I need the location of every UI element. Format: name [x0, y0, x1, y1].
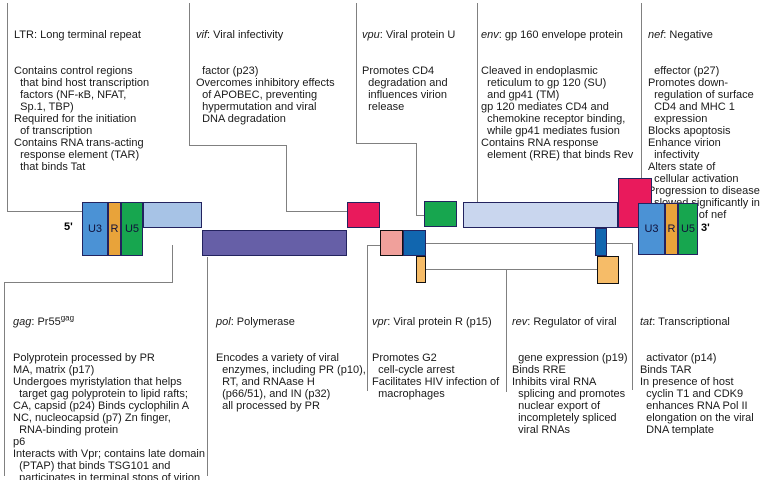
connector-vpu: [416, 215, 424, 216]
ltr5-r-label: R: [110, 223, 119, 235]
five-prime-label: 5': [64, 221, 73, 233]
connector-nef: [641, 3, 642, 178]
segment-vif: [347, 202, 380, 228]
segment-pol: [202, 230, 347, 256]
ltr3-r-label: R: [667, 223, 676, 235]
rev-annotation: rev: Regulator of viral gene expression …: [512, 292, 628, 460]
rev-annotation-body: gene expression (p19) Binds RRE Inhibits…: [512, 352, 628, 436]
segment-ltr3-u3: U3: [638, 203, 665, 255]
ltr5-u5-label: U5: [124, 223, 140, 235]
segment-rev-exon2: [597, 256, 619, 284]
vpr-annotation-body: Promotes G2 cell-cycle arrest Facilitate…: [372, 352, 500, 400]
ltr-annotation-title: LTR: Long terminal repeat: [14, 29, 141, 41]
vpu-annotation-title: vpu: Viral protein U: [362, 29, 456, 41]
ltr3-u5-label: U5: [680, 223, 696, 235]
env-annotation: env: gp 160 envelope protein Cleaved in …: [481, 5, 633, 185]
vif-annotation: vif: Viral infectivity factor (p23) Over…: [196, 5, 335, 149]
segment-ltr3-r: R: [665, 203, 678, 255]
segment-tat-exon2: [595, 228, 607, 256]
segment-ltr3-u5: U5: [678, 203, 698, 255]
segment-rev-exon1: [416, 256, 426, 283]
connector-vif: [286, 211, 347, 212]
three-prime-label: 3': [701, 222, 710, 234]
gag-annotation: gag: Pr55gag Polyprotein processed by PR…: [13, 292, 205, 480]
connector-gag: [4, 282, 5, 476]
connector-ltr: [7, 211, 82, 212]
ltr-annotation-body: Contains control regions that bind host …: [14, 65, 150, 173]
gag-annotation-title: gag: Pr55gag: [13, 313, 75, 328]
env-annotation-body: Cleaved in endoplasmic reticulum to gp 1…: [481, 65, 634, 161]
env-annotation-title: env: gp 160 envelope protein: [481, 29, 623, 41]
vif-annotation-title: vif: Viral infectivity: [196, 29, 284, 41]
tat-annotation-title: tat: Transcriptional: [640, 316, 730, 328]
pol-annotation: pol: Polymerase Encodes a variety of vir…: [216, 292, 366, 436]
ltr5-u3-label: U3: [87, 223, 103, 235]
connector-vif: [286, 145, 287, 212]
connector-vpu: [356, 3, 357, 143]
rev-annotation-title: rev: Regulator of viral: [512, 316, 617, 328]
connector-vif: [189, 3, 190, 145]
vpr-annotation: vpr: Viral protein R (p15) Promotes G2 c…: [372, 292, 499, 424]
segment-ltr5-u3: U3: [82, 202, 108, 256]
connector-tat-exons: [426, 243, 595, 244]
segment-gag: [143, 202, 202, 228]
ltr-annotation: LTR: Long terminal repeat Contains contr…: [14, 5, 149, 197]
segment-env: [463, 202, 618, 228]
connector-tat: [607, 243, 633, 244]
segment-tat-exon1: [403, 230, 426, 256]
connector-tat: [632, 243, 633, 390]
connector-pol: [207, 257, 208, 476]
tat-annotation-body: activator (p14) Binds TAR In presence of…: [640, 352, 754, 436]
vif-annotation-body: factor (p23) Overcomes inhibitory effect…: [196, 65, 335, 125]
ltr3-u3-label: U3: [644, 223, 659, 235]
connector-ltr: [7, 3, 8, 211]
connector-vif: [189, 145, 287, 146]
pol-annotation-body: Encodes a variety of viral enzymes, incl…: [216, 352, 366, 412]
pol-annotation-title: pol: Polymerase: [216, 316, 295, 328]
segment-vpu: [424, 201, 457, 227]
vpu-annotation: vpu: Viral protein U Promotes CD4 degrad…: [362, 5, 455, 137]
tat-annotation: tat: Transcriptional activator (p14) Bin…: [640, 292, 754, 460]
connector-rev-exons: [426, 269, 598, 270]
connector-gag: [172, 245, 173, 282]
connector-vpu: [356, 143, 417, 144]
connector-env: [477, 3, 478, 202]
segment-ltr5-u5: U5: [121, 202, 143, 256]
segment-vpr: [380, 230, 403, 256]
vpu-annotation-body: Promotes CD4 degradation and influences …: [362, 65, 448, 113]
segment-ltr5-r: R: [108, 202, 121, 256]
connector-vpr: [367, 245, 380, 246]
connector-vpu: [416, 143, 417, 216]
nef-annotation-title: nef: Negative: [648, 29, 713, 41]
connector-vpr: [367, 245, 368, 391]
connector-rev: [506, 269, 507, 392]
gag-annotation-body: Polyprotein processed by PR MA, matrix (…: [13, 352, 205, 480]
connector-gag: [4, 282, 173, 283]
nef-annotation-body: effector (p27) Promotes down- regulation…: [648, 65, 760, 221]
vpr-annotation-title: vpr: Viral protein R (p15): [372, 316, 492, 328]
